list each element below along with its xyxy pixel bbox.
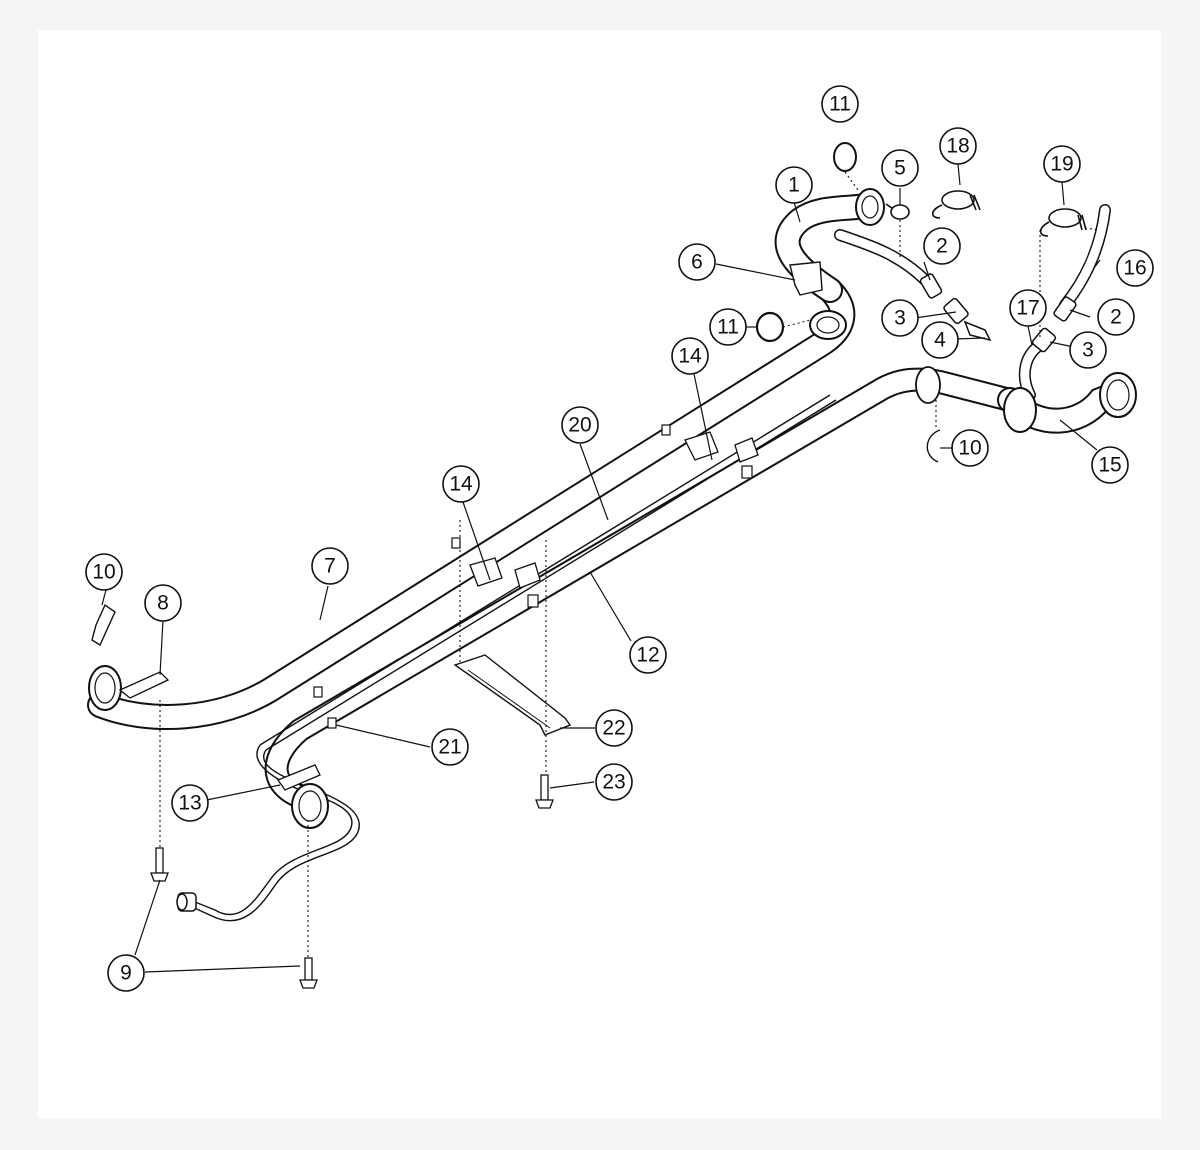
bracket-22 (453, 654, 572, 736)
svg-text:9: 9 (120, 962, 132, 985)
assembly-lines (159, 171, 1101, 958)
callout-10-right: 10 (951, 429, 989, 467)
callout-12: 12 (629, 636, 667, 674)
elbow-4 (963, 320, 992, 342)
svg-text:11: 11 (829, 93, 851, 116)
svg-text:12: 12 (636, 644, 659, 667)
clip-6 (789, 261, 823, 296)
svg-text:11: 11 (717, 316, 739, 339)
callout-17: 17 (1009, 289, 1047, 327)
callout-21: 21 (431, 728, 469, 766)
hose-17 (1018, 339, 1046, 401)
svg-text:3: 3 (894, 307, 906, 330)
callout-23: 23 (595, 763, 633, 801)
svg-text:20: 20 (568, 414, 591, 437)
callout-2-lower: 2 (1097, 298, 1135, 336)
callout-22: 22 (595, 709, 633, 747)
clip-10-left (91, 603, 116, 647)
callout-6: 6 (678, 243, 716, 281)
clamp-5 (885, 203, 910, 220)
callout-19: 19 (1043, 145, 1081, 183)
o-ring-11-lower (755, 311, 785, 343)
callout-11-lower: 11 (709, 308, 747, 346)
callout-3-lower: 3 (1069, 331, 1107, 369)
svg-text:10: 10 (958, 437, 981, 460)
svg-text:16: 16 (1123, 257, 1146, 280)
clamp-18 (931, 190, 981, 219)
bolt-9-lower (299, 957, 318, 989)
callout-13: 13 (171, 784, 209, 822)
svg-text:15: 15 (1098, 454, 1121, 477)
svg-text:13: 13 (178, 792, 201, 815)
hose-small-upper (834, 229, 931, 286)
pipe-end-7-left (88, 665, 170, 711)
bracket-14-left (469, 557, 541, 589)
bolt-9-upper (150, 847, 169, 882)
callout-11-upper: 11 (821, 85, 859, 123)
svg-text:8: 8 (157, 592, 169, 615)
callout-14-right: 14 (671, 337, 709, 375)
callout-20: 20 (561, 406, 599, 444)
connector-3-upper (943, 297, 969, 325)
svg-text:18: 18 (946, 135, 969, 158)
callout-14-left: 14 (442, 465, 480, 503)
svg-text:2: 2 (936, 235, 948, 258)
leader-lines (101, 163, 1101, 973)
callout-16: 16 (1116, 249, 1154, 287)
callout-18: 18 (939, 127, 977, 165)
svg-text:14: 14 (678, 345, 702, 368)
callout-3-upper: 3 (881, 299, 919, 337)
svg-text:1: 1 (788, 174, 800, 197)
svg-text:4: 4 (934, 329, 946, 352)
svg-text:6: 6 (691, 251, 703, 274)
callout-9: 9 (107, 954, 145, 992)
tee-fitting (915, 366, 1137, 433)
connector-2-lower (1053, 296, 1077, 322)
callout-10-left: 10 (85, 553, 123, 591)
tube-7 (87, 277, 856, 730)
bolt-23 (535, 774, 554, 809)
svg-text:7: 7 (324, 555, 336, 578)
svg-text:19: 19 (1050, 153, 1073, 176)
connector-2-upper (919, 273, 943, 299)
tube-clips (313, 424, 753, 729)
connector-3-lower (1031, 327, 1057, 353)
callouts: 1 2 2 3 3 4 5 6 7 8 9 10 10 11 11 12 13 … (85, 85, 1154, 992)
svg-text:17: 17 (1016, 297, 1039, 320)
svg-text:10: 10 (92, 561, 115, 584)
svg-text:3: 3 (1082, 339, 1094, 362)
svg-text:2: 2 (1110, 306, 1122, 329)
callout-5: 5 (881, 149, 919, 187)
callout-1: 1 (775, 166, 813, 204)
hose-16 (1059, 204, 1111, 311)
bracket-14-right (684, 431, 759, 463)
fitting-1-top (809, 188, 885, 340)
svg-text:23: 23 (602, 771, 625, 794)
diagram-canvas (38, 30, 1161, 1118)
o-ring-11-upper (833, 142, 857, 172)
clamp-19 (1039, 208, 1087, 237)
callout-8: 8 (144, 584, 182, 622)
svg-text:21: 21 (438, 736, 461, 759)
svg-text:5: 5 (894, 157, 906, 180)
callout-2-upper: 2 (923, 227, 961, 265)
callout-7: 7 (311, 547, 349, 585)
line-20-end (176, 892, 197, 912)
callout-4: 4 (921, 321, 959, 359)
pipe-end-12-left (276, 764, 329, 829)
svg-text:22: 22 (602, 717, 625, 740)
clip-10-right (926, 429, 941, 463)
callout-15: 15 (1091, 446, 1129, 484)
svg-text:14: 14 (449, 473, 473, 496)
